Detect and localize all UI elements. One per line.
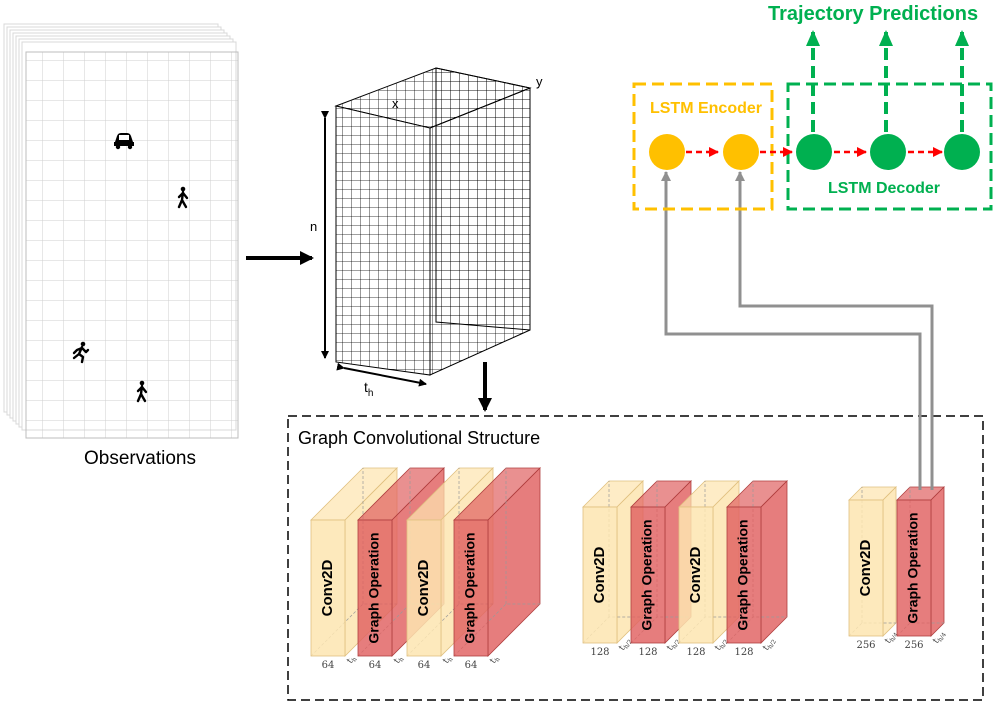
group2-block-label-2: Graph Operation xyxy=(639,519,655,630)
group1-block-label-2: Graph Operation xyxy=(366,532,382,643)
group1-block-label-3: Conv2D xyxy=(415,560,432,617)
group2-graph-operation-block-1: Graph Operation 128 th/2 xyxy=(630,480,692,658)
tensor-n-label: n xyxy=(310,219,317,234)
prediction-arrowhead-3 xyxy=(955,30,969,46)
group2-dim-label-1: th/2 xyxy=(617,636,634,653)
connector-to-encoder-1 xyxy=(661,171,922,490)
graph-structure-title: Graph Convolutional Structure xyxy=(298,428,540,448)
group3-channel-label-1: 256 xyxy=(856,640,875,651)
lstm-encoder-box xyxy=(632,82,774,211)
group2-dim-label-4: th/2 xyxy=(761,636,778,653)
group2-graph-operation-block-2: Graph Operation 128 th/2 xyxy=(726,480,788,658)
group2-block-label-3: Conv2D xyxy=(687,547,704,604)
group3-channel-label-2: 256 xyxy=(904,640,923,651)
group2-channel-label-2: 128 xyxy=(638,647,657,658)
tensor-x-label: x xyxy=(392,96,399,111)
lstm-decoder-label: LSTM Decoder xyxy=(828,180,940,197)
group1-graph-operation-block-2: Graph Operation 64 th xyxy=(453,467,541,671)
group1-block-label-1: Conv2D xyxy=(319,560,336,617)
observations-label: Observations xyxy=(84,448,196,469)
decoder-node-1 xyxy=(796,134,832,170)
group1-channel-label-1: 64 xyxy=(322,660,335,671)
prediction-arrowhead-2 xyxy=(879,30,893,46)
group1-dim-label-4: th xyxy=(488,654,501,667)
group1-dim-label-1: th xyxy=(345,654,358,667)
group3-block-label-2: Graph Operation xyxy=(905,512,921,623)
group1-channel-label-4: 64 xyxy=(465,660,478,671)
group3-dim-label-2: th/4 xyxy=(931,629,948,646)
tensor-th-label: th xyxy=(364,379,373,399)
lstm-decoder-box xyxy=(786,82,993,211)
th-dimension-arrow xyxy=(336,362,427,387)
lstm-encoder-label: LSTM Encoder xyxy=(650,100,762,117)
group2-block-label-4: Graph Operation xyxy=(735,519,751,630)
trajectory-predictions-label: Trajectory Predictions xyxy=(768,3,978,25)
tensor-y-label: y xyxy=(536,74,543,89)
group2-block-label-1: Conv2D xyxy=(591,547,608,604)
prediction-arrowhead-1 xyxy=(806,30,820,46)
group3-dim-label-1: th/4 xyxy=(883,629,900,646)
decoder-node-3 xyxy=(944,134,980,170)
pedestrian-icon xyxy=(177,186,189,209)
encoder-node-2 xyxy=(723,134,759,170)
car-icon xyxy=(114,133,134,150)
group1-dim-label-2: th xyxy=(392,654,405,667)
group3-conv2d-block-1: Conv2D 256 th/4 xyxy=(848,486,900,651)
observations-stack xyxy=(3,23,239,439)
group1-channel-label-3: 64 xyxy=(418,660,431,671)
group2-channel-label-4: 128 xyxy=(734,647,753,658)
group2-dim-label-2: th/2 xyxy=(665,636,682,653)
pedestrian-icon xyxy=(136,380,148,403)
input-tensor xyxy=(334,67,532,376)
group3-block-label-1: Conv2D xyxy=(857,540,874,597)
group2-channel-label-1: 128 xyxy=(590,647,609,658)
group3-graph-operation-block-1: Graph Operation 256 th/4 xyxy=(896,486,948,651)
encoder-node-1 xyxy=(649,134,685,170)
decoder-node-2 xyxy=(870,134,906,170)
group1-block-label-4: Graph Operation xyxy=(462,532,478,643)
group1-channel-label-2: 64 xyxy=(369,660,382,671)
runner-icon xyxy=(72,341,90,364)
group1-dim-label-3: th xyxy=(441,654,454,667)
connector-to-encoder-2 xyxy=(735,171,934,490)
group2-dim-label-3: th/2 xyxy=(713,636,730,653)
group2-channel-label-3: 128 xyxy=(686,647,705,658)
